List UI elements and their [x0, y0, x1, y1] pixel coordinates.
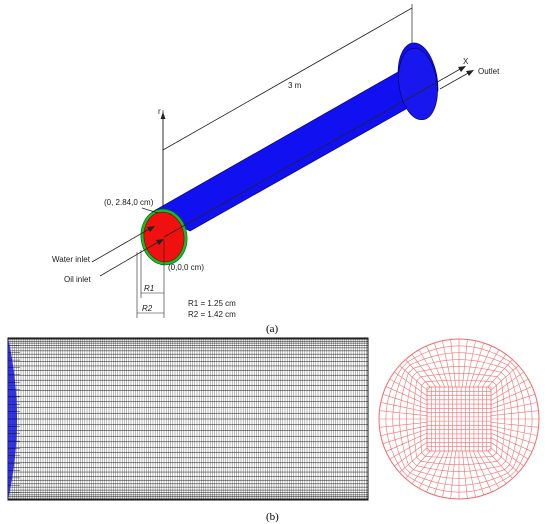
top-point-leader	[141, 207, 159, 214]
r-axis-arrow	[160, 112, 166, 119]
cross-core-grid	[426, 386, 492, 452]
r-axis-label: r	[158, 107, 161, 116]
panel-b-caption: (b)	[266, 511, 279, 523]
water-inlet-arrow-head	[147, 226, 155, 232]
top-point-label: (0, 2.84,0 cm)	[104, 198, 154, 207]
mesh-radial-lines	[8, 337, 368, 501]
oil-inlet-label: Oil inlet	[64, 275, 91, 284]
origin-point-label: (0,0,0 cm)	[168, 263, 204, 272]
r2-value: R2 = 1.42 cm	[188, 310, 236, 319]
pipe-outlet-face	[398, 47, 438, 121]
length-label: 3 m	[288, 81, 302, 90]
pipe-body	[151, 42, 439, 232]
outlet-label: Outlet	[478, 67, 500, 76]
x-axis-arrow	[458, 66, 466, 72]
x-axis-label: X	[463, 57, 469, 66]
x-axis-line	[163, 67, 463, 238]
length-dimension-line	[162, 7, 413, 151]
panel-b: (b)	[7, 337, 540, 523]
r1-value: R1 = 1.25 cm	[188, 299, 236, 308]
panel-a: 3 m r X Outlet (0, 2.84,0 cm) (0,0,0 cm)…	[52, 4, 500, 335]
oil-inlet-arrow-head	[156, 239, 164, 245]
water-inlet-label: Water inlet	[52, 255, 91, 264]
r2-label: R2	[142, 304, 153, 313]
outlet-arrow-head	[466, 70, 474, 76]
water-inlet-arrow-line	[91, 227, 152, 263]
outlet-arrow-line	[439, 71, 471, 90]
r1-label: R1	[144, 284, 154, 293]
oil-inlet-arrow-line	[99, 240, 161, 277]
cross-section-mesh	[378, 338, 540, 500]
mesh-inlet-lines	[8, 337, 20, 501]
panel-a-caption: (a)	[266, 323, 279, 335]
longitudinal-mesh	[7, 337, 369, 501]
